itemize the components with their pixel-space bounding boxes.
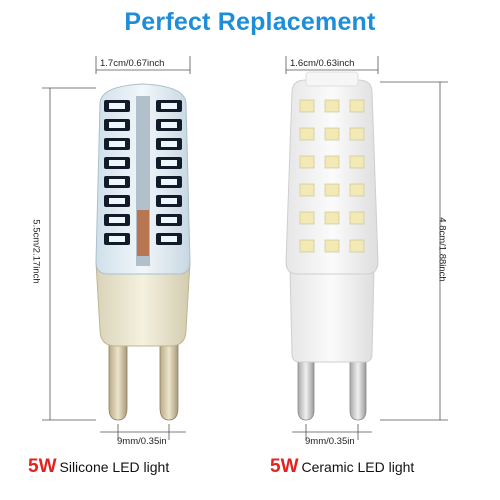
left-desc: Silicone LED light: [59, 459, 170, 475]
silicone-bulb: [42, 56, 191, 440]
left-height-label: 5.5cm/2.17inch: [30, 219, 42, 284]
right-height-label: 4.8cm/1.88inch: [436, 217, 448, 282]
right-width-label: 1.6cm/0.63inch: [290, 58, 355, 69]
left-pin-label: 9mm/0.35in: [117, 436, 167, 447]
right-watt: 5W: [270, 456, 299, 477]
right-desc: Ceramic LED light: [301, 459, 415, 475]
left-watt: 5W: [28, 456, 57, 477]
right-pin-label: 9mm/0.35in: [305, 436, 355, 447]
left-width-label: 1.7cm/0.67inch: [100, 58, 165, 69]
ceramic-bulb: [285, 56, 448, 440]
page-title: Perfect Replacement: [124, 8, 376, 36]
